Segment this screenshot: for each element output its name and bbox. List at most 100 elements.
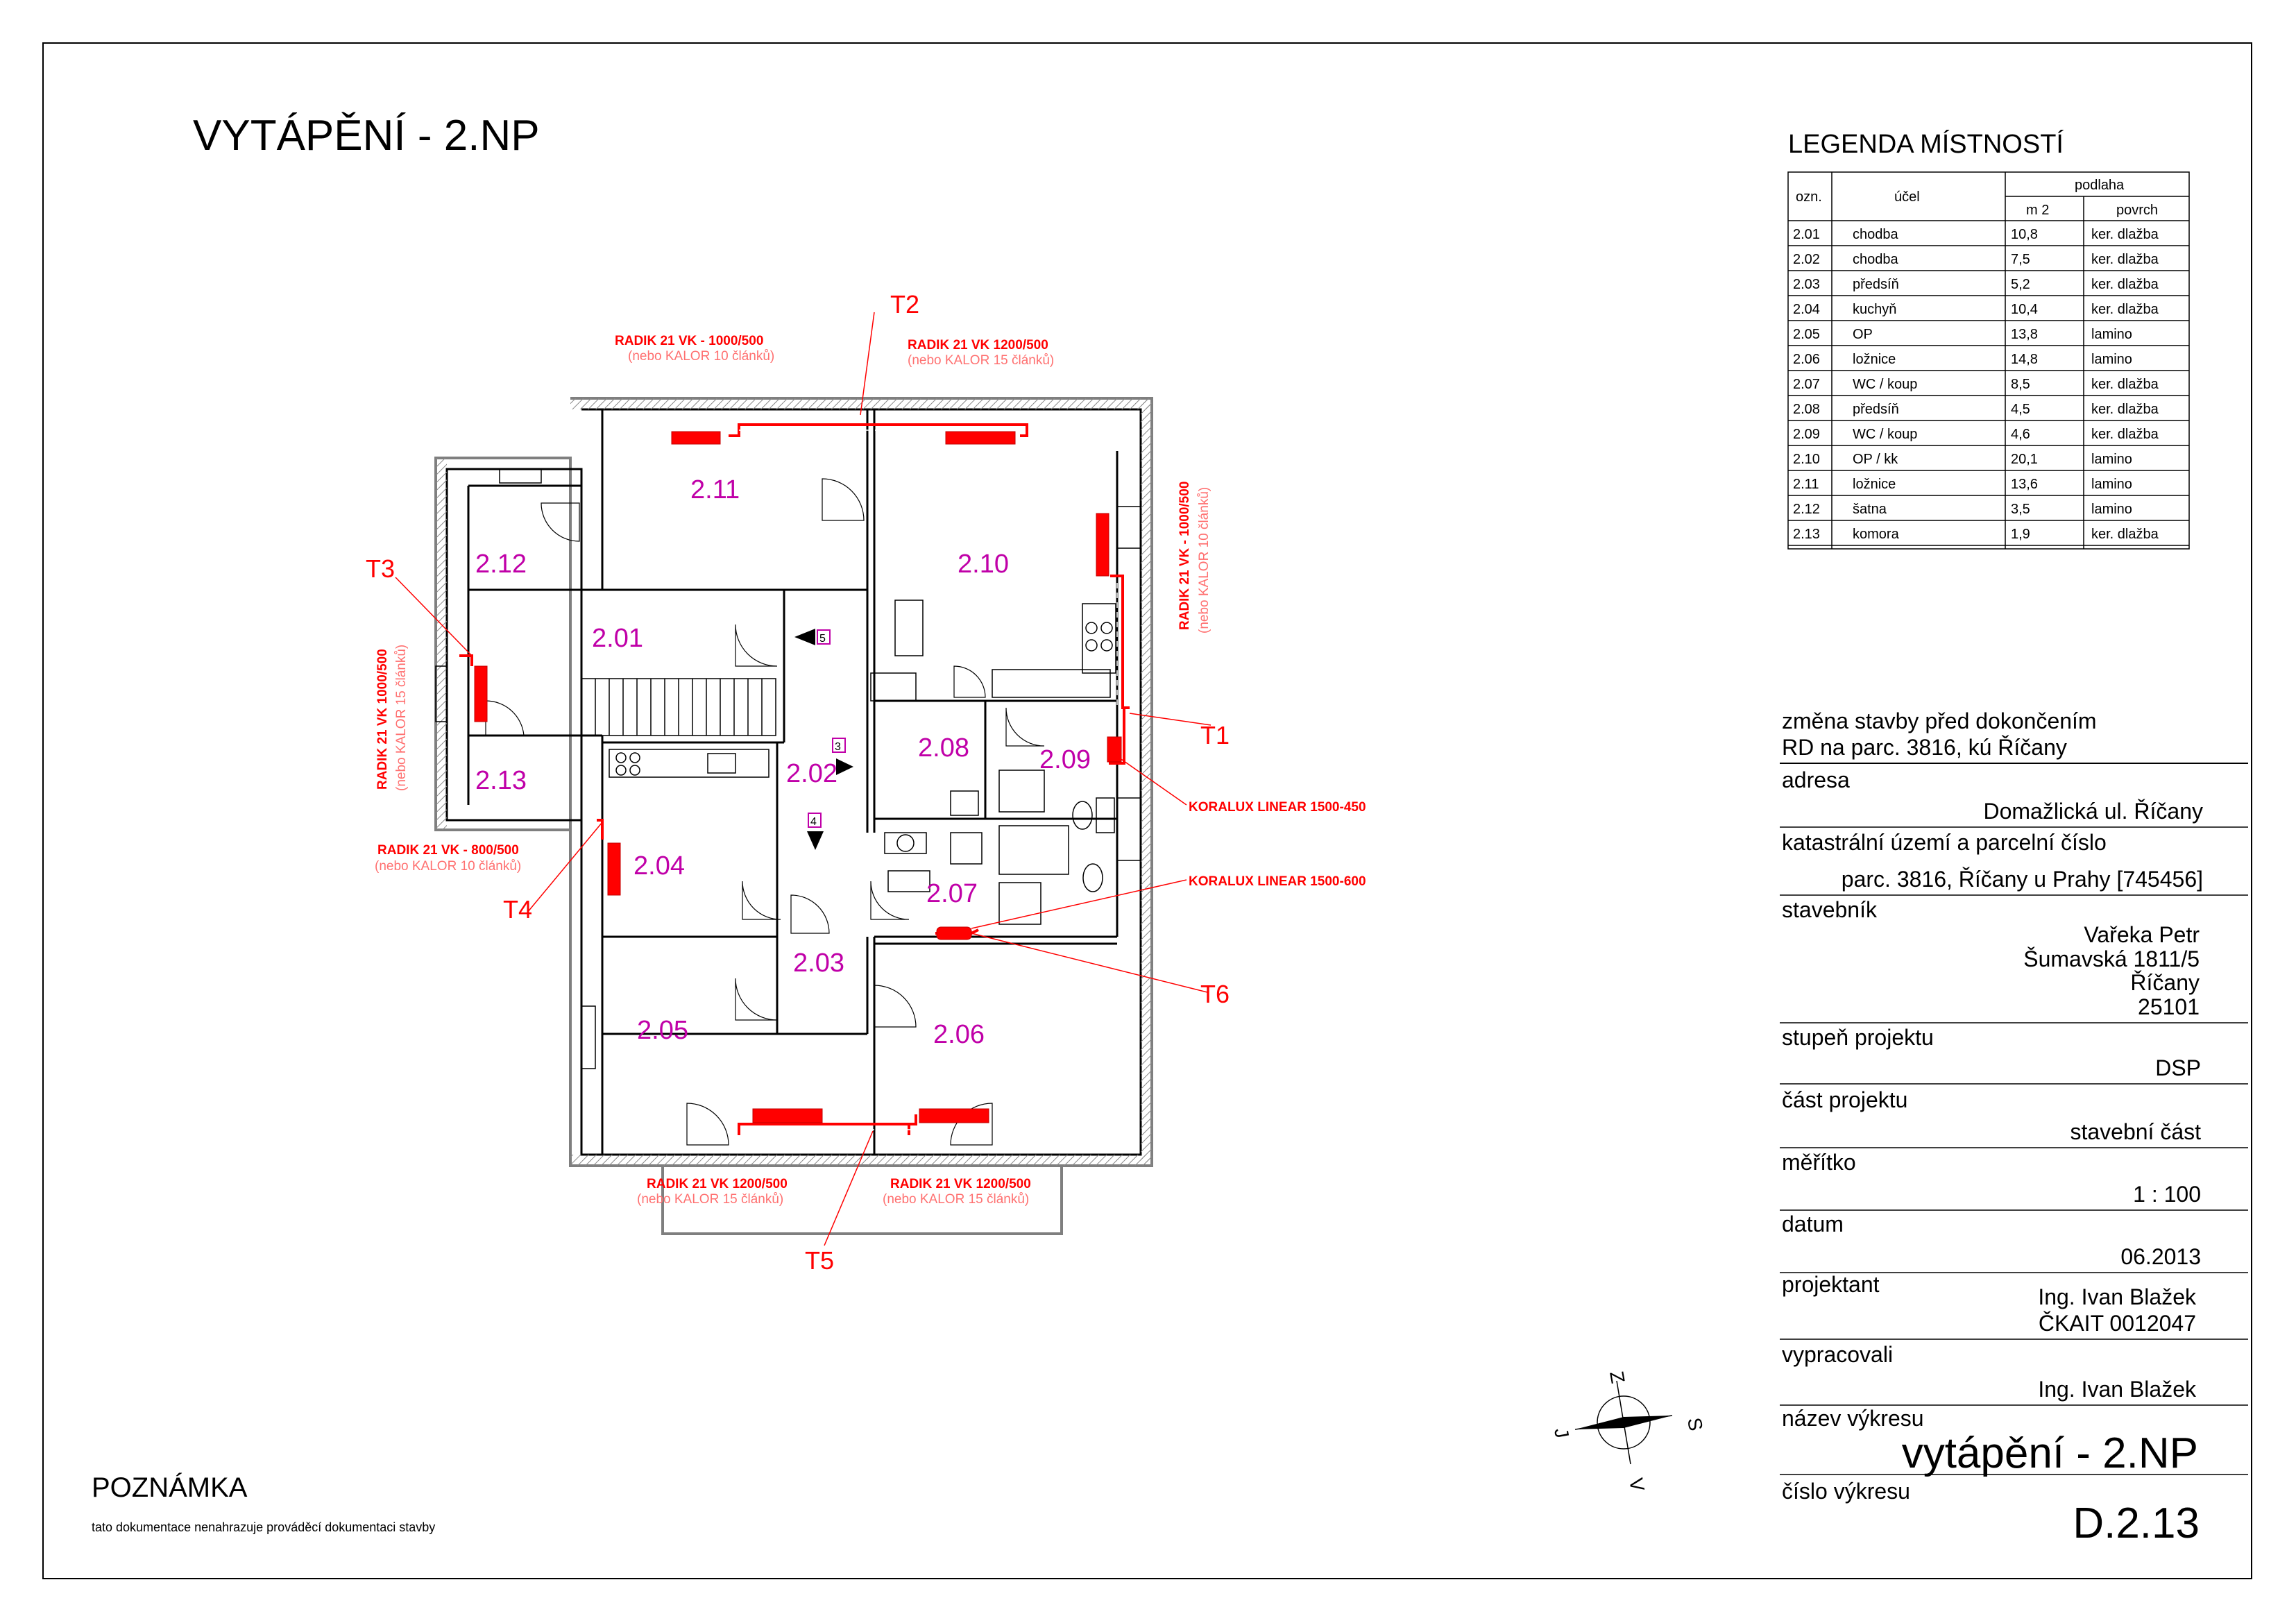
windows [435,468,1141,1069]
legend-cell-ucel: WC / koup [1853,427,1917,442]
legend-cell-m2: 3,5 [2011,502,2030,517]
tag-t1: T1 [1200,721,1230,749]
legend-cell-m2: 8,5 [2011,377,2030,392]
legend-cell-ozn: 2.08 [1793,402,1820,417]
room-2-06: 2.06 [933,1020,985,1049]
compass-v: V [1625,1477,1649,1493]
legend-cell-m2: 13,8 [2011,327,2038,342]
pipe-tags: T2 T1 T3 T4 T5 T6 [366,290,1230,1275]
rad-top-left-label: RADIK 21 VK - 1000/500 [615,334,763,348]
room-2-01: 2.01 [592,624,643,653]
radiator-2-10-side [1096,513,1109,577]
legend-cell-m2: 4,5 [2011,402,2030,417]
arrow-4 [807,831,824,850]
legend-cell-ucel: komora [1853,527,1900,542]
marker-3: 3 [835,741,841,753]
room-2-13: 2.13 [475,766,527,795]
tag-t4: T4 [503,895,532,924]
floor-plan: 2.11 2.10 2.12 2.01 2.13 2.02 2.08 2.09 … [366,290,1366,1275]
tag-t6: T6 [1200,980,1230,1008]
legend-cell-m2: 14,8 [2011,352,2038,367]
rad-bottom-left-alt: (nebo KALOR 15 článků) [637,1192,783,1207]
legend-cell-ucel: ložnice [1853,352,1896,367]
legend-cell-povrch: lamino [2091,327,2132,342]
marker-4-box [808,813,822,828]
rad-kitchen-alt: (nebo KALOR 10 článků) [375,859,521,874]
drawing-title: VYTÁPĚNÍ - 2.NP [193,112,540,160]
tb-projektant-2: ČKAIT 0012047 [2039,1311,2196,1336]
title-block: změna stavby před dokončením RD na parc.… [1780,708,2248,1547]
rad-top-left-alt: (nebo KALOR 10 článků) [628,349,774,364]
rad-left-label: RADIK 21 VK 1000/500 [375,649,390,790]
legend-cell-povrch: ker. dlažba [2091,227,2159,242]
legend-heading: LEGENDA MÍSTNOSTÍ [1788,129,2064,159]
tag-t5: T5 [805,1246,834,1275]
room-2-02: 2.02 [786,759,837,788]
wall-hatch-top [570,398,1152,409]
legend-cell-m2: 20,1 [2011,452,2038,467]
room-2-07: 2.07 [926,879,978,908]
legend-header-podlaha: podlaha [2075,178,2125,193]
legend: LEGENDA MÍSTNOSTÍ ozn. účel podlaha m 2 … [1787,129,2190,550]
rad-bottom-right-label: RADIK 21 VK 1200/500 [890,1177,1031,1191]
note-text: tato dokumentace nenahrazuje prováděcí d… [92,1520,435,1534]
compass-circle [1597,1395,1651,1450]
arrow-3 [836,758,853,775]
tb-cislo-label: číslo výkresu [1782,1479,1910,1504]
koralux-2-07 [936,926,972,940]
legend-cell-ucel: ložnice [1853,477,1896,492]
tb-stavebnik-label: stavebník [1782,897,1878,922]
legend-cell-m2: 7,5 [2011,252,2030,267]
legend-cell-m2: 4,6 [2011,427,2030,442]
tb-adresa-label: adresa [1782,767,1850,792]
legend-header-m2: m 2 [2026,203,2049,218]
tb-heading-2: RD na parc. 3816, kú Říčany [1782,735,2067,760]
rad-bottom-left-label: RADIK 21 VK 1200/500 [647,1177,788,1191]
legend-cell-ozn: 2.06 [1793,352,1820,367]
rad-top-right-alt: (nebo KALOR 15 článků) [908,353,1054,368]
radiators [474,431,1122,1123]
legend-cell-ozn: 2.09 [1793,427,1820,442]
tb-heading-1: změna stavby před dokončením [1782,708,2097,733]
tb-datum-label: datum [1782,1212,1844,1237]
rad-bottom-right-alt: (nebo KALOR 15 článků) [883,1192,1029,1207]
rad-left-alt: (nebo KALOR 15 článků) [394,645,409,791]
tb-vypracovali-value: Ing. Ivan Blažek [2038,1377,2197,1402]
wall-hatch-left [436,458,447,830]
marker-5-box [817,629,831,645]
legend-cell-ucel: OP [1853,327,1873,342]
tb-stavebnik-2: Šumavská 1811/5 [2023,946,2200,971]
koralux-2-09 [1107,736,1122,763]
arrow-5 [794,629,815,645]
tb-stupen-label: stupeň projektu [1782,1025,1934,1050]
koralux-1-label: KORALUX LINEAR 1500-450 [1189,800,1366,815]
radiator-annotations: RADIK 21 VK - 1000/500 (nebo KALOR 10 čl… [375,334,1366,1207]
legend-cell-ucel: OP / kk [1853,452,1898,467]
legend-cell-povrch: ker. dlažba [2091,377,2159,392]
tb-meritko-label: měřítko [1782,1150,1856,1175]
tb-nazev-label: název výkresu [1782,1406,1924,1431]
legend-cell-ozn: 2.02 [1793,252,1820,267]
radiator-2-04 [607,842,621,896]
tb-katastr-label: katastrální území a parcelní číslo [1782,830,2107,855]
legend-cell-povrch: lamino [2091,452,2132,467]
tb-cislo-value: D.2.13 [2073,1499,2200,1547]
legend-cell-povrch: ker. dlažba [2091,402,2159,417]
marker-5: 5 [819,633,826,645]
legend-cell-povrch: lamino [2091,502,2132,517]
tb-stavebnik-4: 25101 [2138,994,2200,1019]
tb-datum-value: 06.2013 [2120,1244,2201,1269]
compass-rose: Z S J V [1550,1370,1707,1493]
tb-cast-value: stavební část [2070,1119,2201,1144]
tb-adresa-value: Domažlická ul. Říčany [1983,799,2203,824]
tag-t2: T2 [890,290,919,318]
legend-cell-m2: 10,4 [2011,302,2038,317]
legend-cell-ucel: kuchyň [1853,302,1896,317]
tb-stavebnik-1: Vařeka Petr [2084,922,2200,947]
legend-cell-ozn: 2.03 [1793,277,1820,292]
staircase [581,678,776,736]
legend-cell-ozn: 2.05 [1793,327,1820,342]
legend-cell-m2: 10,8 [2011,227,2038,242]
